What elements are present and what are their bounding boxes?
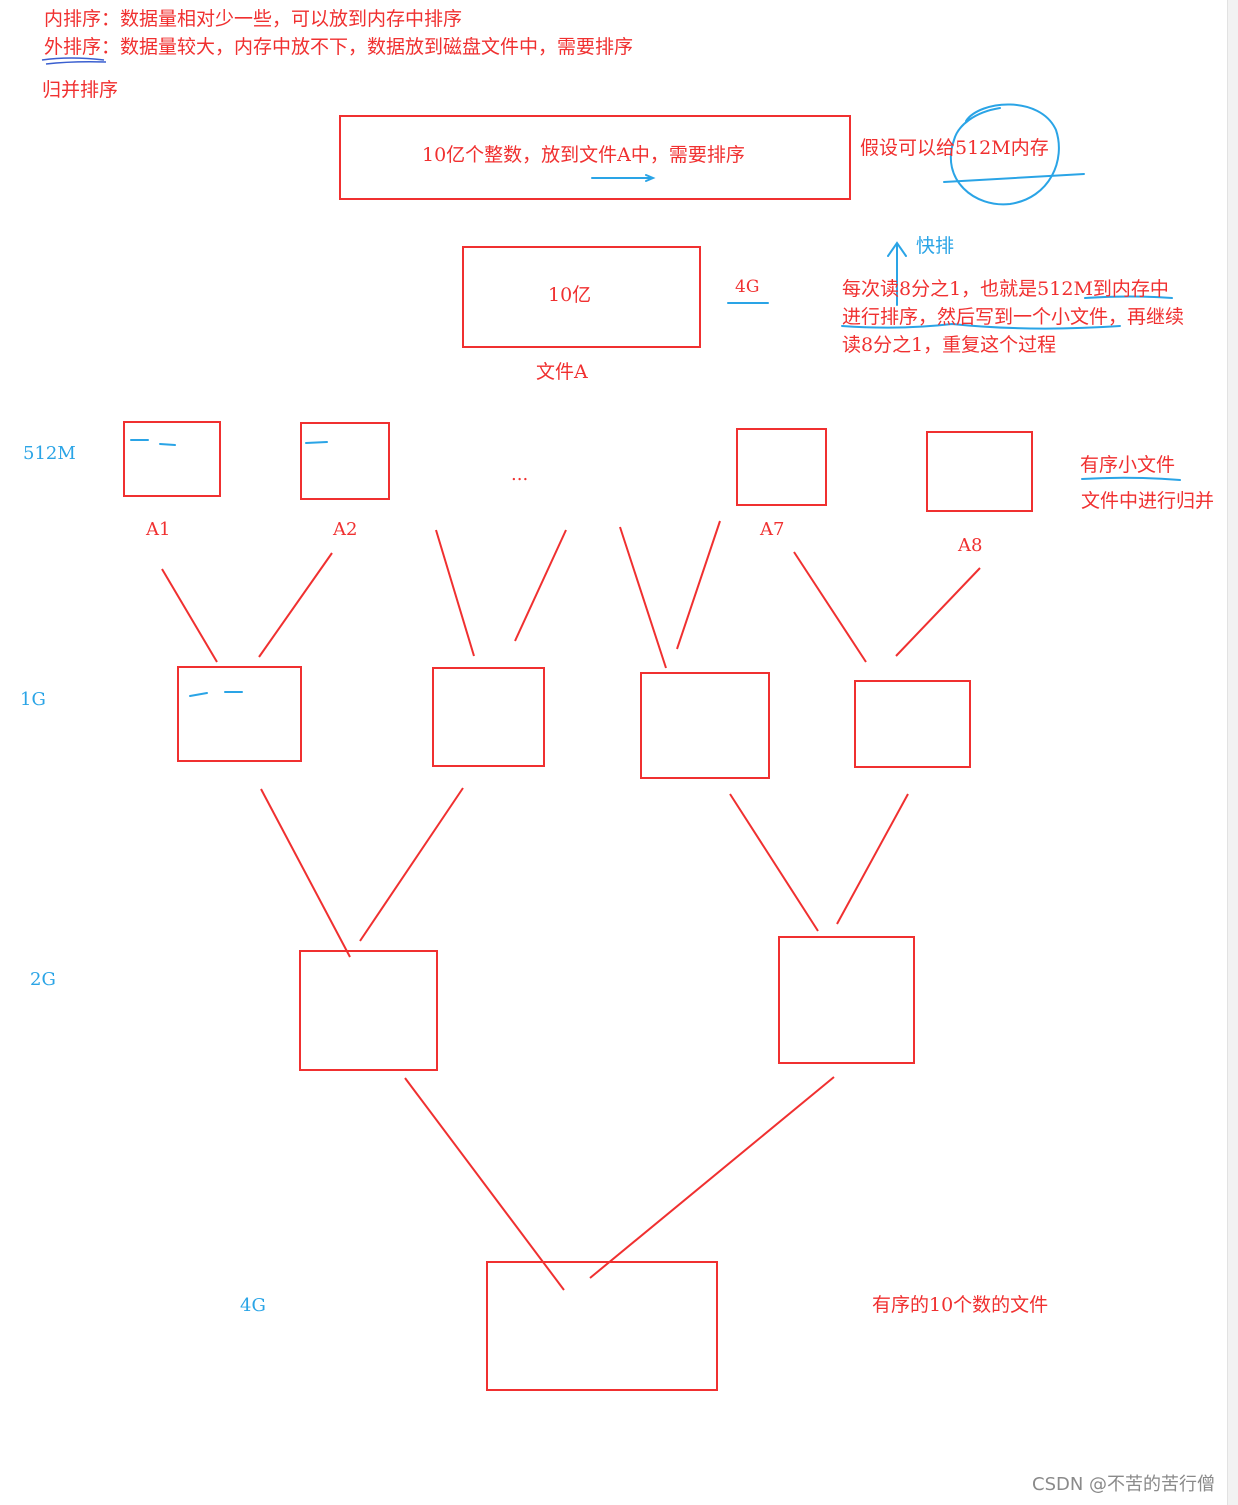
external-sort-note: 外排序：数据量较大，内存中放不下，数据放到磁盘文件中，需要排序 [44, 36, 634, 58]
problem-box [339, 115, 851, 200]
connector-line [836, 793, 909, 925]
annotation-strike [943, 173, 1085, 183]
connector-line [895, 567, 981, 657]
procedure-line-2: 进行排序，然后写到一个小文件，再继续 [842, 306, 1185, 328]
procedure-line-1: 每次读8分之1，也就是512M到内存中 [842, 278, 1169, 300]
merge-1g-box-2 [432, 667, 545, 767]
level-label-2g: 2G [30, 969, 56, 990]
file-a-caption: 文件A [536, 361, 588, 383]
problem-statement: 10亿个整数，放到文件A中，需要排序 [422, 144, 745, 166]
file-a2-label: A2 [333, 519, 358, 540]
annotation-dash [305, 441, 328, 444]
level-label-1g: 1G [20, 689, 46, 710]
annotation-underline-sort [841, 322, 1121, 330]
annotation-dash [130, 439, 176, 446]
arrow-up-icon [887, 241, 907, 306]
result-caption: 有序的10个数的文件 [872, 1294, 1049, 1316]
file-a-size-label: 4G [735, 277, 760, 297]
file-a1-box [123, 421, 221, 497]
connector-line [589, 1076, 835, 1279]
scrollbar-track[interactable] [1227, 0, 1238, 1505]
file-a7-label: A7 [760, 519, 785, 540]
file-a-box-label: 10亿 [548, 284, 592, 306]
file-a1-label: A1 [146, 519, 171, 540]
annotation-underline-small-file [1081, 476, 1181, 481]
connector-line [619, 526, 667, 669]
procedure-line-3: 读8分之1，重复这个过程 [842, 334, 1057, 356]
connector-line [793, 551, 867, 663]
file-a2-box [300, 422, 390, 500]
sorted-small-files-note: 有序小文件 [1080, 454, 1176, 476]
connector-line [514, 529, 567, 642]
merge-1g-box-4 [854, 680, 971, 768]
level-label-512m: 512M [23, 443, 76, 464]
internal-sort-note: 内排序：数据量相对少一些，可以放到内存中排序 [44, 8, 463, 30]
annotation-underline-memory [1084, 295, 1173, 299]
connector-line [729, 793, 819, 932]
memory-assumption: 假设可以给512M内存 [860, 137, 1049, 159]
merge-1g-box-3 [640, 672, 770, 779]
file-a8-label: A8 [958, 535, 983, 556]
watermark: CSDN @不苦的苦行僧 [1032, 1474, 1216, 1495]
annotation-dash [189, 691, 243, 697]
annotation-circle [949, 103, 1060, 206]
connector-line [435, 529, 475, 657]
file-a8-box [926, 431, 1033, 512]
file-a-box [462, 246, 701, 348]
connector-line [404, 1077, 565, 1291]
ellipsis-label: ... [511, 464, 529, 485]
connector-line [161, 568, 218, 663]
merge-2g-box-1 [299, 950, 438, 1071]
file-a7-box [736, 428, 827, 506]
connector-line [359, 787, 464, 942]
annotation-underline-file-a [591, 174, 656, 182]
level-label-4g: 4G [240, 1295, 266, 1316]
quicksort-label: 快排 [916, 235, 955, 257]
merge-2g-box-2 [778, 936, 915, 1064]
connector-line [676, 520, 721, 650]
merge-sort-title: 归并排序 [42, 79, 119, 101]
merge-in-files-note: 文件中进行归并 [1081, 490, 1215, 512]
merge-1g-box-1 [177, 666, 302, 762]
handwritten-underline [41, 57, 107, 65]
connector-line [260, 788, 351, 958]
connector-line [258, 552, 333, 658]
result-4g-box [486, 1261, 718, 1391]
